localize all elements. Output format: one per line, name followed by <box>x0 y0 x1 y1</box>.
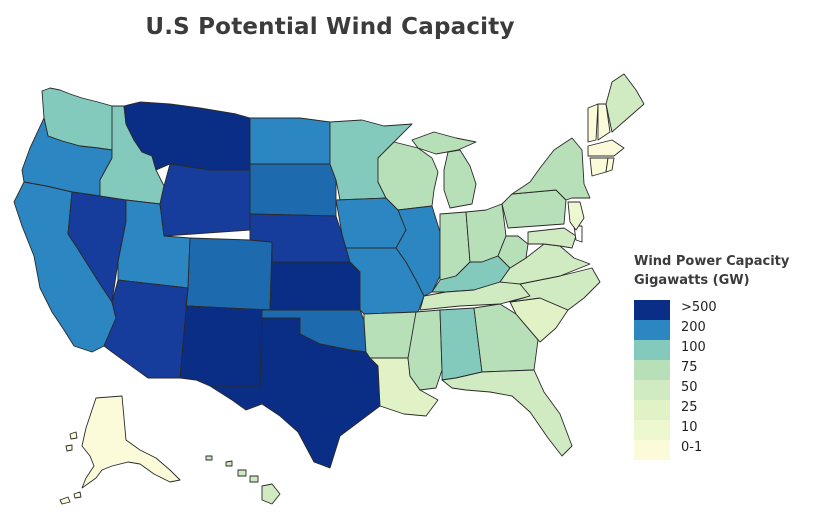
state-maine <box>605 73 645 133</box>
state-hawaii-islands <box>205 455 259 483</box>
legend-title-line2: Gigawatts (GW) <box>634 273 750 288</box>
legend-row: 50 <box>634 380 814 400</box>
legend-swatch <box>634 420 670 440</box>
state-kansas <box>269 261 361 311</box>
state-new-jersey <box>567 201 585 231</box>
legend-label: 100 <box>681 340 706 355</box>
legend-swatch <box>634 340 670 360</box>
state-vermont <box>587 103 599 143</box>
state-connecticut <box>589 157 609 177</box>
state-massachusetts <box>587 139 625 157</box>
legend-label: >500 <box>681 300 717 315</box>
legend-rows: >500 200 100 75 50 25 10 0-1 <box>634 300 814 460</box>
state-wyoming <box>159 163 251 237</box>
legend-swatch <box>634 380 670 400</box>
legend-swatch <box>634 440 670 460</box>
legend-label: 50 <box>681 380 698 395</box>
state-north-dakota <box>249 117 331 165</box>
state-hawaii-big-island <box>261 483 281 505</box>
legend-row: 25 <box>634 400 814 420</box>
state-south-dakota <box>249 163 337 217</box>
legend-row: 100 <box>634 340 814 360</box>
legend-label: 200 <box>681 320 706 335</box>
legend-row: 0-1 <box>634 440 814 460</box>
state-new-york <box>511 137 591 201</box>
state-pennsylvania <box>501 189 567 229</box>
legend-row: 10 <box>634 420 814 440</box>
state-florida <box>441 369 573 457</box>
legend-label: 10 <box>681 420 698 435</box>
legend-label: 0-1 <box>681 440 703 455</box>
legend-swatch <box>634 300 670 320</box>
legend-swatch <box>634 360 670 380</box>
state-michigan-lower <box>443 149 477 209</box>
alaska-west-islands <box>65 431 78 452</box>
state-alaska <box>81 395 181 489</box>
state-new-hampshire <box>597 103 611 141</box>
state-maryland <box>527 227 577 249</box>
state-texas <box>209 317 381 469</box>
legend-row: >500 <box>634 300 814 320</box>
state-arizona <box>103 279 189 379</box>
legend-title: Wind Power Capacity Gigawatts (GW) <box>634 252 819 290</box>
alaska-islands <box>59 491 82 505</box>
legend-row: 75 <box>634 360 814 380</box>
state-wisconsin <box>377 141 439 211</box>
state-michigan-upper <box>411 131 477 155</box>
state-north-carolina <box>509 267 601 311</box>
legend-swatch <box>634 400 670 420</box>
map-title: U.S Potential Wind Capacity <box>145 14 515 40</box>
legend-row: 200 <box>634 320 814 340</box>
legend-swatch <box>634 320 670 340</box>
legend-label: 75 <box>681 360 698 375</box>
legend-label: 25 <box>681 400 698 415</box>
legend: Wind Power Capacity Gigawatts (GW) >500 2… <box>634 252 814 460</box>
legend-title-line1: Wind Power Capacity <box>634 254 790 269</box>
state-colorado <box>185 237 273 311</box>
state-rhode-island <box>605 157 615 173</box>
